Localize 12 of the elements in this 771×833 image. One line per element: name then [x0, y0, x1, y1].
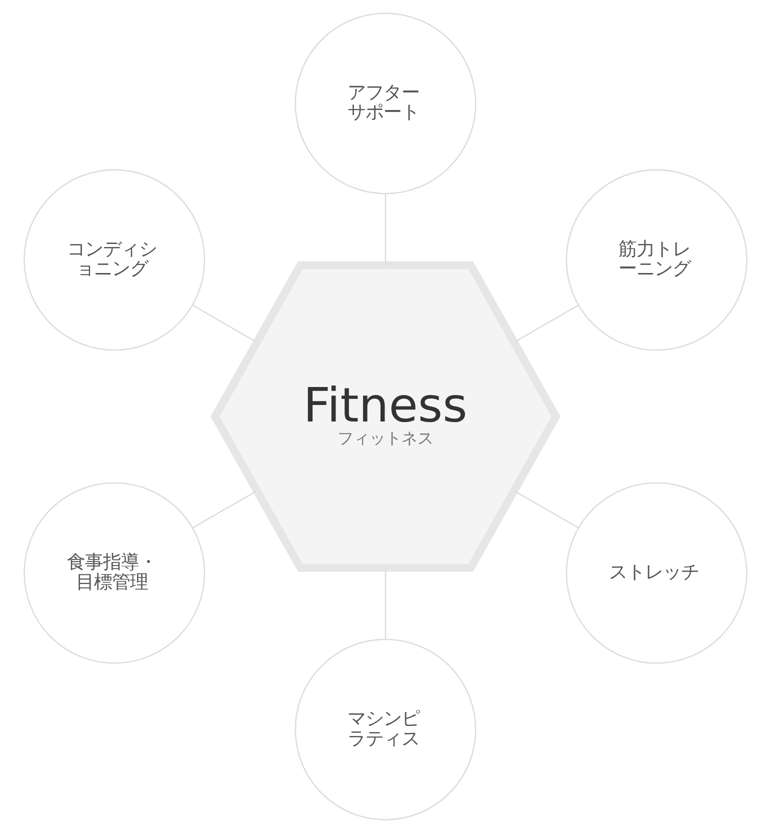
node-circle: ストレッチ — [566, 482, 748, 664]
connector — [514, 490, 579, 528]
node-circle: 食事指導・目標管理 — [24, 482, 206, 664]
connector — [514, 304, 579, 343]
connector — [192, 304, 258, 343]
node-circle: コンディショニング — [24, 169, 206, 351]
node-circle: 筋力トレーニング — [566, 169, 748, 351]
node-circle: アフターサポート — [294, 12, 476, 194]
connector — [384, 568, 386, 640]
connector — [384, 194, 386, 266]
node-circle: マシンピラティス — [294, 638, 476, 820]
connector — [192, 490, 258, 528]
